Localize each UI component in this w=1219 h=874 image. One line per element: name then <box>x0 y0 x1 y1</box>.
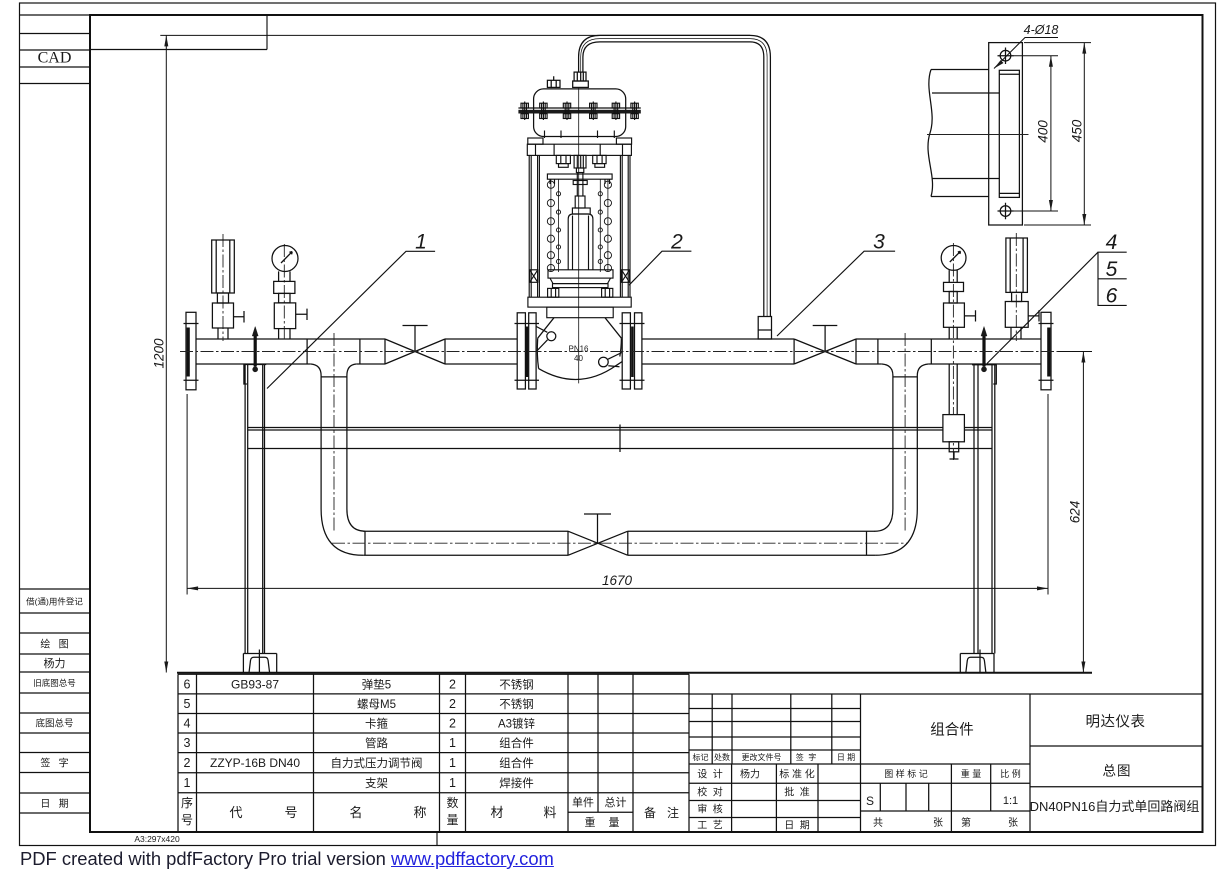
svg-text:序: 序 <box>181 795 193 810</box>
svg-text:400: 400 <box>1036 120 1051 143</box>
svg-text:40: 40 <box>574 354 583 363</box>
svg-text:数: 数 <box>446 795 458 810</box>
svg-text:2: 2 <box>670 231 683 254</box>
svg-text:不锈钢: 不锈钢 <box>499 679 534 692</box>
svg-text:设 计: 设 计 <box>697 768 723 781</box>
svg-text:杨力: 杨力 <box>44 656 66 670</box>
svg-text:签 字: 签 字 <box>40 757 68 770</box>
svg-text:A3:297x420: A3:297x420 <box>134 834 180 844</box>
svg-text:2: 2 <box>184 756 191 770</box>
svg-text:5: 5 <box>184 697 191 711</box>
svg-text:1200: 1200 <box>152 338 167 369</box>
svg-text:杨力: 杨力 <box>740 768 760 781</box>
svg-text:图 样 标 记: 图 样 标 记 <box>884 768 928 779</box>
svg-text:4: 4 <box>184 717 191 731</box>
svg-text:1670: 1670 <box>602 573 633 588</box>
svg-text:称: 称 <box>413 805 426 820</box>
svg-text:标 准 化: 标 准 化 <box>779 768 815 781</box>
svg-text:2: 2 <box>449 678 456 692</box>
svg-text:2: 2 <box>449 697 456 711</box>
svg-text:1: 1 <box>449 776 456 790</box>
svg-text:450: 450 <box>1070 119 1085 142</box>
svg-text:卡箍: 卡箍 <box>365 717 388 731</box>
svg-text:标记: 标记 <box>693 752 709 762</box>
svg-text:1: 1 <box>415 231 427 254</box>
svg-text:校 对: 校 对 <box>697 786 723 799</box>
svg-text:明达仪表: 明达仪表 <box>1086 714 1146 731</box>
svg-text:组合件: 组合件 <box>499 756 534 770</box>
svg-text:5: 5 <box>1106 258 1118 281</box>
svg-text:4-Ø18: 4-Ø18 <box>1024 23 1059 37</box>
svg-text:不锈钢: 不锈钢 <box>499 698 534 711</box>
svg-text:组合件: 组合件 <box>499 736 534 750</box>
svg-text:日 期: 日 期 <box>40 798 68 810</box>
svg-text:总图: 总图 <box>1103 764 1132 779</box>
svg-text:2: 2 <box>449 717 456 731</box>
svg-text:3: 3 <box>873 231 885 254</box>
svg-text:单件: 单件 <box>572 796 594 809</box>
svg-text:号: 号 <box>181 813 193 827</box>
svg-text:审 核: 审 核 <box>697 803 723 816</box>
svg-text:借(通)用件登记: 借(通)用件登记 <box>26 597 83 607</box>
svg-text:第: 第 <box>961 816 971 829</box>
svg-text:弹垫5: 弹垫5 <box>362 678 391 692</box>
svg-text:焊接件: 焊接件 <box>499 776 534 790</box>
svg-text:CAD: CAD <box>38 50 72 67</box>
svg-text:重 量: 重 量 <box>961 768 982 779</box>
svg-text:6: 6 <box>1106 285 1118 308</box>
svg-text:注: 注 <box>667 805 679 820</box>
svg-text:绘 图: 绘 图 <box>40 638 68 651</box>
svg-text:日 期: 日 期 <box>837 753 855 762</box>
svg-text:名: 名 <box>349 805 362 820</box>
svg-text:料: 料 <box>543 805 556 820</box>
svg-text:张: 张 <box>1008 817 1018 829</box>
svg-text:旧底图总号: 旧底图总号 <box>33 678 76 688</box>
svg-text:1: 1 <box>449 756 456 770</box>
svg-text:S: S <box>866 794 874 808</box>
svg-text:管路: 管路 <box>365 736 388 750</box>
svg-text:量: 量 <box>609 816 620 829</box>
svg-text:螺母M5: 螺母M5 <box>357 698 396 711</box>
svg-text:4: 4 <box>1106 231 1118 254</box>
svg-text:底图总号: 底图总号 <box>35 718 73 730</box>
svg-text:代: 代 <box>229 805 242 820</box>
svg-text:量: 量 <box>446 813 458 827</box>
svg-text:总计: 总计 <box>605 795 627 809</box>
svg-text:张: 张 <box>933 817 943 829</box>
svg-text:1: 1 <box>449 736 456 750</box>
svg-text:签 字: 签 字 <box>796 752 816 762</box>
svg-text:624: 624 <box>1068 501 1083 524</box>
svg-text:ZZYP-16B DN40: ZZYP-16B DN40 <box>210 756 300 770</box>
svg-text:重: 重 <box>585 815 596 829</box>
svg-text:6: 6 <box>184 678 191 692</box>
svg-text:支架: 支架 <box>365 777 388 790</box>
svg-text:组合件: 组合件 <box>930 722 974 739</box>
svg-text:处数: 处数 <box>714 752 730 762</box>
svg-text:自力式压力调节阀: 自力式压力调节阀 <box>331 756 423 770</box>
svg-text:材: 材 <box>490 805 503 820</box>
svg-text:DN40PN16自力式单回路阀组: DN40PN16自力式单回路阀组 <box>1030 799 1200 814</box>
svg-text:1: 1 <box>184 776 191 790</box>
svg-text:比 例: 比 例 <box>1000 768 1021 779</box>
svg-text:1:1: 1:1 <box>1003 795 1018 807</box>
svg-text:更改文件号: 更改文件号 <box>742 752 782 762</box>
svg-text:A3镀锌: A3镀锌 <box>498 717 536 731</box>
svg-text:PN16: PN16 <box>568 345 589 354</box>
svg-text:3: 3 <box>184 736 191 750</box>
svg-text:日 期: 日 期 <box>784 820 810 832</box>
svg-text:GB93-87: GB93-87 <box>231 678 279 692</box>
svg-text:备: 备 <box>644 806 656 820</box>
svg-text:号: 号 <box>284 805 297 820</box>
svg-text:工 艺: 工 艺 <box>697 820 723 832</box>
svg-text:批 准: 批 准 <box>784 786 810 799</box>
svg-text:共: 共 <box>873 817 883 829</box>
